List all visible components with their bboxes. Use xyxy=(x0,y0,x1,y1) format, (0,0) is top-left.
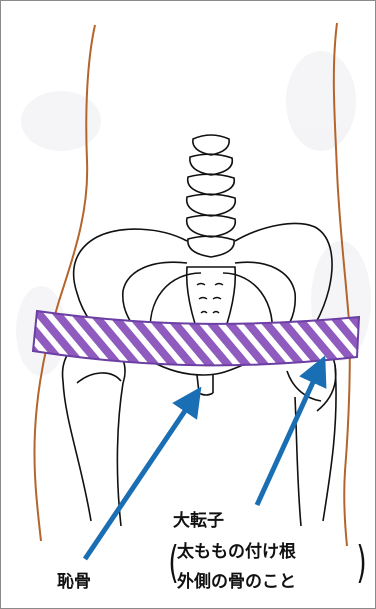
spine xyxy=(187,135,236,257)
description-line-2: 外側の骨のこと xyxy=(177,567,296,597)
sacral-foramina xyxy=(197,284,223,314)
pelvis-bones xyxy=(74,223,332,395)
greater-trochanter-label: 大転子 xyxy=(173,506,224,531)
hip-band xyxy=(33,311,359,365)
trochanter-description: 太ももの付け根 外側の骨のこと xyxy=(177,537,296,597)
trochanter-arrow xyxy=(257,369,319,505)
close-paren: ) xyxy=(356,533,366,593)
pubis-label: 恥骨 xyxy=(57,567,91,592)
femurs xyxy=(63,340,337,526)
description-line-1: 太ももの付け根 xyxy=(177,537,296,567)
